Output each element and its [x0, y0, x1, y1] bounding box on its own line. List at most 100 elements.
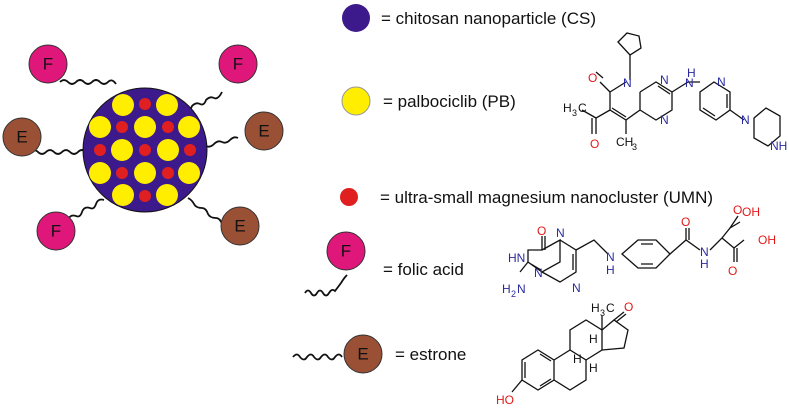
palbociclib-swatch [341, 86, 371, 116]
svg-text:HN: HN [508, 251, 525, 265]
svg-text:HO: HO [496, 393, 514, 407]
pb-dot [157, 139, 179, 161]
svg-text:N: N [623, 76, 632, 90]
svg-text:3: 3 [572, 108, 577, 118]
svg-text:H: H [573, 352, 582, 366]
svg-text:H: H [589, 332, 598, 346]
estrone-ball-bottom-right: E [220, 206, 260, 246]
svg-text:O: O [728, 264, 737, 278]
svg-text:H: H [502, 282, 511, 296]
svg-text:N: N [660, 73, 669, 87]
svg-text:H: H [589, 361, 598, 375]
svg-text:E: E [357, 345, 368, 364]
svg-text:F: F [43, 55, 53, 74]
svg-text:H: H [606, 263, 615, 277]
svg-text:C: C [606, 301, 615, 315]
chitosan-swatch [342, 4, 370, 32]
umn-dot [162, 167, 174, 179]
svg-text:F: F [341, 242, 351, 261]
svg-text:N: N [685, 76, 694, 90]
linker-mid-left [29, 149, 87, 155]
estrone-ball-mid-left: E [2, 117, 42, 157]
pb-dot [178, 116, 200, 138]
svg-text:N: N [700, 245, 709, 259]
estrone-ball-mid-right: E [244, 111, 284, 151]
svg-text:O: O [733, 203, 742, 217]
svg-text:2: 2 [511, 289, 516, 299]
pb-dot [111, 139, 133, 161]
svg-text:N: N [534, 266, 543, 280]
nanoparticle-assembly: F F E E F E [2, 44, 284, 251]
svg-text:H: H [687, 66, 696, 80]
svg-text:N: N [741, 113, 750, 127]
estrone-structure: H 3 C O H H H HO [496, 300, 633, 407]
svg-text:3: 3 [600, 308, 605, 318]
svg-text:3: 3 [632, 142, 637, 152]
magnesium-dots [94, 98, 196, 202]
svg-text:O: O [588, 71, 597, 85]
svg-text:N: N [556, 226, 565, 240]
umn-dot [139, 144, 151, 156]
legend-palbociclib-label: = palbociclib (PB) [383, 92, 516, 111]
svg-text:N: N [572, 281, 581, 295]
pb-dot [112, 184, 134, 206]
svg-text:O: O [681, 215, 690, 229]
umn-dot [116, 121, 128, 133]
svg-text:O: O [590, 137, 599, 151]
pb-dot [134, 116, 156, 138]
pb-dot [178, 162, 200, 184]
palbociclib-structure: O N N N H N N N NH H 3 C O CH 3 [563, 32, 787, 153]
pb-dot [89, 162, 111, 184]
legend-folic: F = folic acid [304, 231, 464, 297]
svg-text:N: N [660, 113, 669, 127]
legend-chitosan: = chitosan nanoparticle (CS) [342, 4, 596, 32]
folic-ball-top-right: F [218, 44, 258, 84]
linker-top-left [59, 79, 117, 85]
svg-text:NH: NH [770, 139, 787, 153]
folic-structure: O HN N N N H 2 N N H O N H OH O OH O [502, 203, 776, 299]
svg-text:N: N [606, 250, 615, 264]
svg-text:F: F [51, 222, 61, 241]
pb-dot [156, 94, 178, 116]
umn-dot [139, 98, 151, 110]
svg-text:N: N [517, 282, 526, 296]
svg-text:E: E [234, 217, 245, 236]
umn-dot [116, 167, 128, 179]
svg-text:OH: OH [742, 205, 760, 219]
folic-swatch [326, 231, 366, 271]
svg-text:E: E [258, 122, 269, 141]
svg-text:N: N [717, 75, 726, 89]
svg-text:CH: CH [616, 135, 633, 149]
umn-dot [162, 121, 174, 133]
svg-text:H: H [563, 101, 572, 115]
svg-text:E: E [16, 128, 27, 147]
legend-folic-label: = folic acid [383, 260, 464, 279]
legend-estrone-label: = estrone [395, 345, 466, 364]
svg-text:H: H [700, 257, 709, 271]
pb-dot [134, 162, 156, 184]
pb-dot [89, 116, 111, 138]
legend-magnesium-label: = ultra-small magnesium nanocluster (UMN… [380, 188, 713, 207]
legend-magnesium: = ultra-small magnesium nanocluster (UMN… [340, 188, 713, 207]
svg-text:O: O [624, 300, 633, 314]
legend-chitosan-label: = chitosan nanoparticle (CS) [381, 9, 596, 28]
svg-text:O: O [537, 224, 546, 238]
legend-estrone: E = estrone [292, 334, 466, 374]
svg-text:OH: OH [758, 233, 776, 247]
svg-text:H: H [591, 301, 600, 315]
umn-dot [94, 144, 106, 156]
estrone-swatch [343, 334, 383, 374]
folic-ball-bottom-left: F [36, 211, 76, 251]
magnesium-swatch [340, 188, 358, 206]
svg-text:F: F [233, 55, 243, 74]
umn-dot [139, 190, 151, 202]
umn-dot [184, 144, 196, 156]
folic-ball-top-left: F [28, 44, 68, 84]
legend-palbociclib: = palbociclib (PB) [341, 86, 516, 116]
pb-dot [156, 184, 178, 206]
svg-text:C: C [578, 101, 587, 115]
palbociclib-dots [89, 94, 200, 206]
pb-dot [112, 94, 134, 116]
